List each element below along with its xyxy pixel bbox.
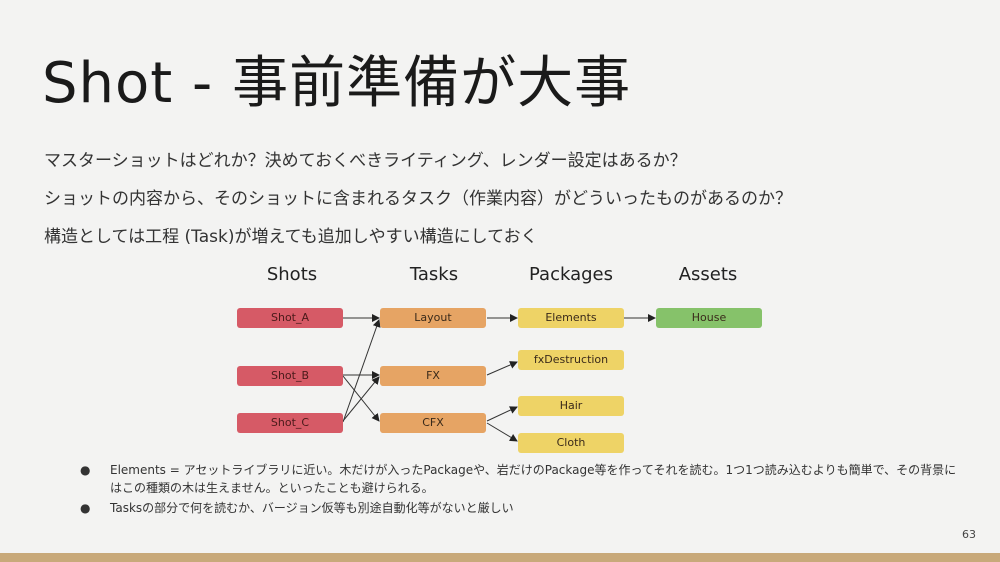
bullet-icon: ● <box>80 501 91 515</box>
node-package-fxdestruction: fxDestruction <box>518 350 624 370</box>
node-task-fx: FX <box>380 366 486 386</box>
page-number: 63 <box>962 528 976 541</box>
node-task-layout: Layout <box>380 308 486 328</box>
node-package-hair: Hair <box>518 396 624 416</box>
footer-bar <box>0 553 1000 562</box>
edge-cfx-hair <box>486 406 518 422</box>
body-line-3: 構造としては工程 (Task)が増えても追加しやすい構造にしておく <box>44 227 538 247</box>
slide-title: Shot - 事前準備が大事 <box>42 51 632 116</box>
node-package-cloth: Cloth <box>518 433 624 453</box>
bullet-text: Tasksの部分で何を読むか、バージョン仮等も別途自動化等がないと厳しい <box>110 501 514 515</box>
bullet-text: Elements = アセットライブラリに近い。木だけが入ったPackageや、… <box>110 463 957 495</box>
node-shot-a: Shot_A <box>237 308 343 328</box>
body-line-1: マスターショットはどれか？決めておくべきライティング、レンダー設定はあるか？ <box>44 151 687 171</box>
header-shots: Shots <box>266 264 318 285</box>
node-package-elements: Elements <box>518 308 624 328</box>
header-assets: Assets <box>678 264 738 285</box>
bullet-icon: ● <box>80 463 91 477</box>
node-shot-b: Shot_B <box>237 366 343 386</box>
header-tasks: Tasks <box>409 264 459 285</box>
edge-cfx-cloth <box>486 422 518 442</box>
edge-shot-c-layout <box>342 319 381 423</box>
header-packages: Packages <box>529 264 613 285</box>
node-task-cfx: CFX <box>380 413 486 433</box>
bullet-item-1: ● Elements = アセットライブラリに近い。木だけが入ったPackage… <box>80 461 960 497</box>
edge-fx-fxdestruction <box>486 361 518 376</box>
node-shot-c: Shot_C <box>237 413 343 433</box>
edge-shot-c-fx <box>342 376 380 422</box>
body-line-2: ショットの内容から、そのショットに含まれるタスク（作業内容）がどういったものがあ… <box>44 189 792 209</box>
bullet-item-2: ● Tasksの部分で何を読むか、バージョン仮等も別途自動化等がないと厳しい <box>80 499 960 517</box>
node-asset-house: House <box>656 308 762 328</box>
